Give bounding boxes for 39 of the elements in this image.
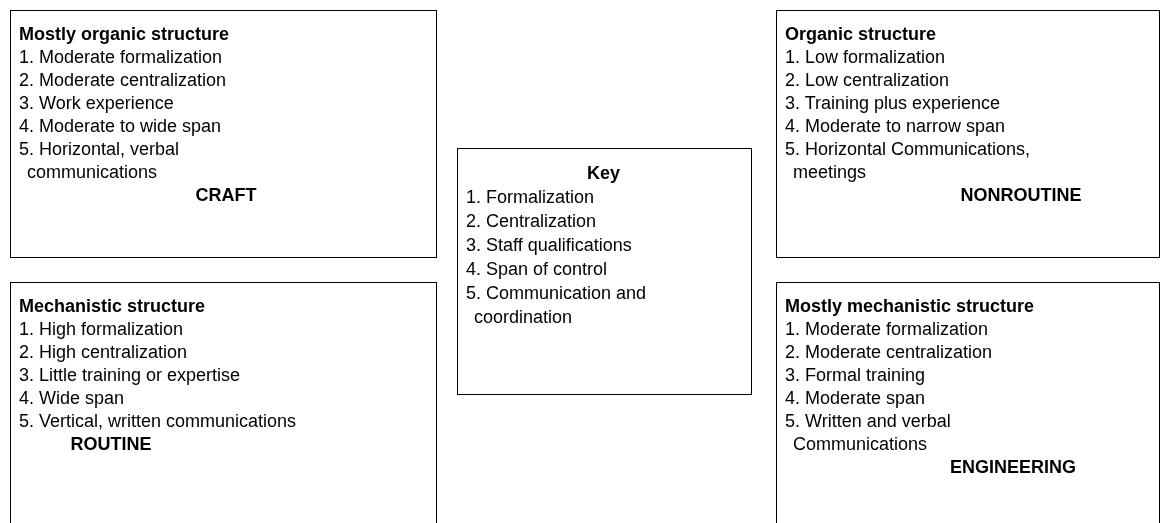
list-item: 5. Vertical, written communications [19,410,298,433]
list-item: 2. Moderate centralization [19,69,228,92]
box-heading: Organic structure [785,23,937,46]
list-item: 3. Formal training [785,364,927,387]
list-item: 3. Staff qualifications [466,234,633,257]
list-item: 3. Training plus experience [785,92,1002,115]
list-item: 4. Span of control [466,258,609,281]
structure-box [776,282,1160,523]
category-label: NONROUTINE [959,184,1083,207]
box-heading: Mostly mechanistic structure [785,295,1035,318]
structure-box [10,10,437,258]
list-item: 1. Formalization [466,186,596,209]
structure-box [10,282,437,523]
list-item: 5. Written and verbal Communications [785,410,952,456]
list-item: 2. Centralization [466,210,598,233]
list-item: 1. Moderate formalization [785,318,990,341]
list-item: 3. Work experience [19,92,175,115]
list-item: 4. Wide span [19,387,126,410]
list-item: 4. Moderate span [785,387,927,410]
category-label: ROUTINE [69,433,153,456]
box-heading: Mechanistic structure [19,295,206,318]
list-item: 5. Horizontal Communications, meetings [785,138,1032,184]
category-label: CRAFT [194,184,258,207]
category-label: ENGINEERING [949,456,1077,479]
list-item: 2. Low centralization [785,69,951,92]
list-item: 5. Communication and coordination [466,282,648,329]
list-item: 2. Moderate centralization [785,341,994,364]
list-item: 4. Moderate to narrow span [785,115,1007,138]
list-item: 3. Little training or expertise [19,364,242,387]
key-box [457,148,752,395]
list-item: 4. Moderate to wide span [19,115,223,138]
structure-box [776,10,1160,258]
box-heading: Mostly organic structure [19,23,230,46]
list-item: 1. Low formalization [785,46,947,69]
list-item: 2. High centralization [19,341,189,364]
list-item: 5. Horizontal, verbal communications [19,138,181,184]
box-heading: Key [586,162,621,185]
list-item: 1. High formalization [19,318,185,341]
list-item: 1. Moderate formalization [19,46,224,69]
